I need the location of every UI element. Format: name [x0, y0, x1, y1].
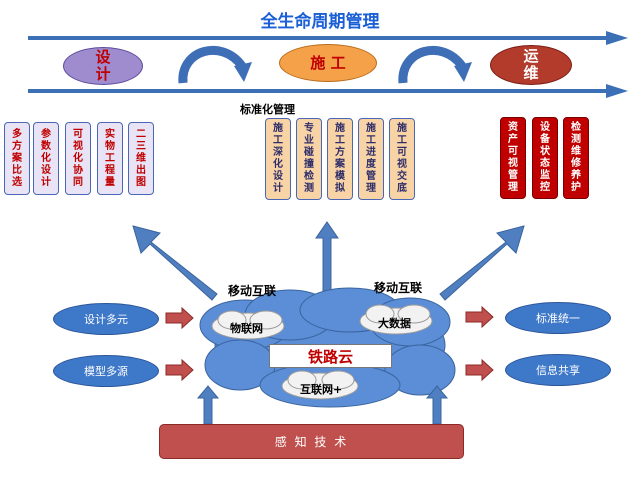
curved-arrow-design-to-construction	[178, 45, 246, 84]
design-item: 二三维出图	[128, 122, 154, 195]
construction-item-label: 施工深化设计	[273, 123, 283, 194]
internet-plus-label: 互联网+	[300, 383, 343, 396]
bigdata-cloud	[359, 304, 433, 335]
phase-design-label: 设 计	[95, 48, 111, 83]
construction-item: 施工深化设计	[265, 118, 291, 200]
bigdata-label: 大数据	[378, 317, 411, 330]
sensing-arrow-left	[196, 385, 220, 425]
arrow-up-center	[315, 221, 339, 296]
output-label: 标准统一	[536, 312, 580, 325]
internet-cloud	[281, 370, 359, 400]
red-arrow-right-top	[465, 305, 494, 329]
diagram-title: 全生命周期管理	[260, 12, 380, 32]
sensing-label: 感 知 技 术	[274, 435, 349, 449]
red-arrow-left-bottom	[165, 358, 194, 382]
curved-arrow-construction-to-operation	[398, 45, 466, 84]
design-item: 可视化协同	[65, 122, 91, 195]
iot-label: 物联网	[230, 322, 263, 335]
design-item-label: 实物工程量	[105, 128, 115, 188]
iot-cloud	[211, 310, 285, 340]
input-design-diversity: 设计多元	[53, 303, 159, 335]
design-item-label: 二三维出图	[136, 128, 146, 188]
phase-operation-label: 运 维	[523, 47, 539, 82]
timeline-top-arrow	[28, 31, 628, 45]
design-item: 多方案比选	[4, 122, 30, 195]
sensing-arrow-right	[425, 385, 449, 425]
design-item-label: 多方案比选	[12, 128, 22, 188]
design-item: 实物工程量	[97, 122, 123, 195]
output-label: 信息共享	[536, 364, 580, 377]
operation-item: 设备状态监控	[532, 117, 558, 199]
design-item: 参数化设计	[33, 122, 59, 195]
sensing-technology-bar: 感 知 技 术	[159, 424, 464, 459]
construction-item-label: 施工进度管理	[366, 123, 376, 194]
phase-construction-label: 施 工	[310, 53, 346, 72]
operation-item-label: 资产可视管理	[508, 122, 518, 193]
phase-construction: 施 工	[279, 44, 377, 82]
railway-cloud-title: 铁路云	[269, 344, 392, 368]
input-label: 模型多源	[84, 365, 128, 378]
red-arrow-right-bottom	[465, 358, 494, 382]
operation-item: 资产可视管理	[500, 117, 526, 199]
construction-item: 专业碰撞检测	[296, 118, 322, 200]
arrow-up-left	[132, 225, 218, 301]
mobile-internet-label: 移动互联	[228, 284, 277, 298]
output-standard-unified: 标准统一	[505, 302, 611, 334]
construction-item: 施工方案模拟	[327, 118, 353, 200]
phase-design: 设 计	[63, 47, 143, 85]
construction-item: 施工进度管理	[358, 118, 384, 200]
standardization-label: 标准化管理	[240, 103, 295, 116]
design-item-label: 可视化协同	[73, 128, 83, 188]
input-model-multisource: 模型多源	[53, 355, 159, 387]
construction-item: 施工可视交底	[389, 118, 415, 200]
construction-item-label: 施工方案模拟	[335, 123, 345, 194]
design-item-label: 参数化设计	[41, 128, 51, 188]
input-label: 设计多元	[84, 313, 128, 326]
timeline-bottom-arrow	[28, 84, 628, 98]
construction-item-label: 施工可视交底	[397, 123, 407, 194]
operation-item: 检测维修养护	[563, 117, 589, 199]
construction-item-label: 专业碰撞检测	[304, 123, 314, 194]
output-info-sharing: 信息共享	[505, 354, 611, 386]
operation-item-label: 检测维修养护	[571, 122, 581, 193]
phase-operation: 运 维	[490, 45, 572, 85]
mobile-internet-label: 移动互联	[374, 281, 423, 295]
arrow-up-right	[439, 225, 525, 301]
operation-item-label: 设备状态监控	[540, 122, 550, 193]
red-arrow-left-top	[165, 306, 194, 330]
